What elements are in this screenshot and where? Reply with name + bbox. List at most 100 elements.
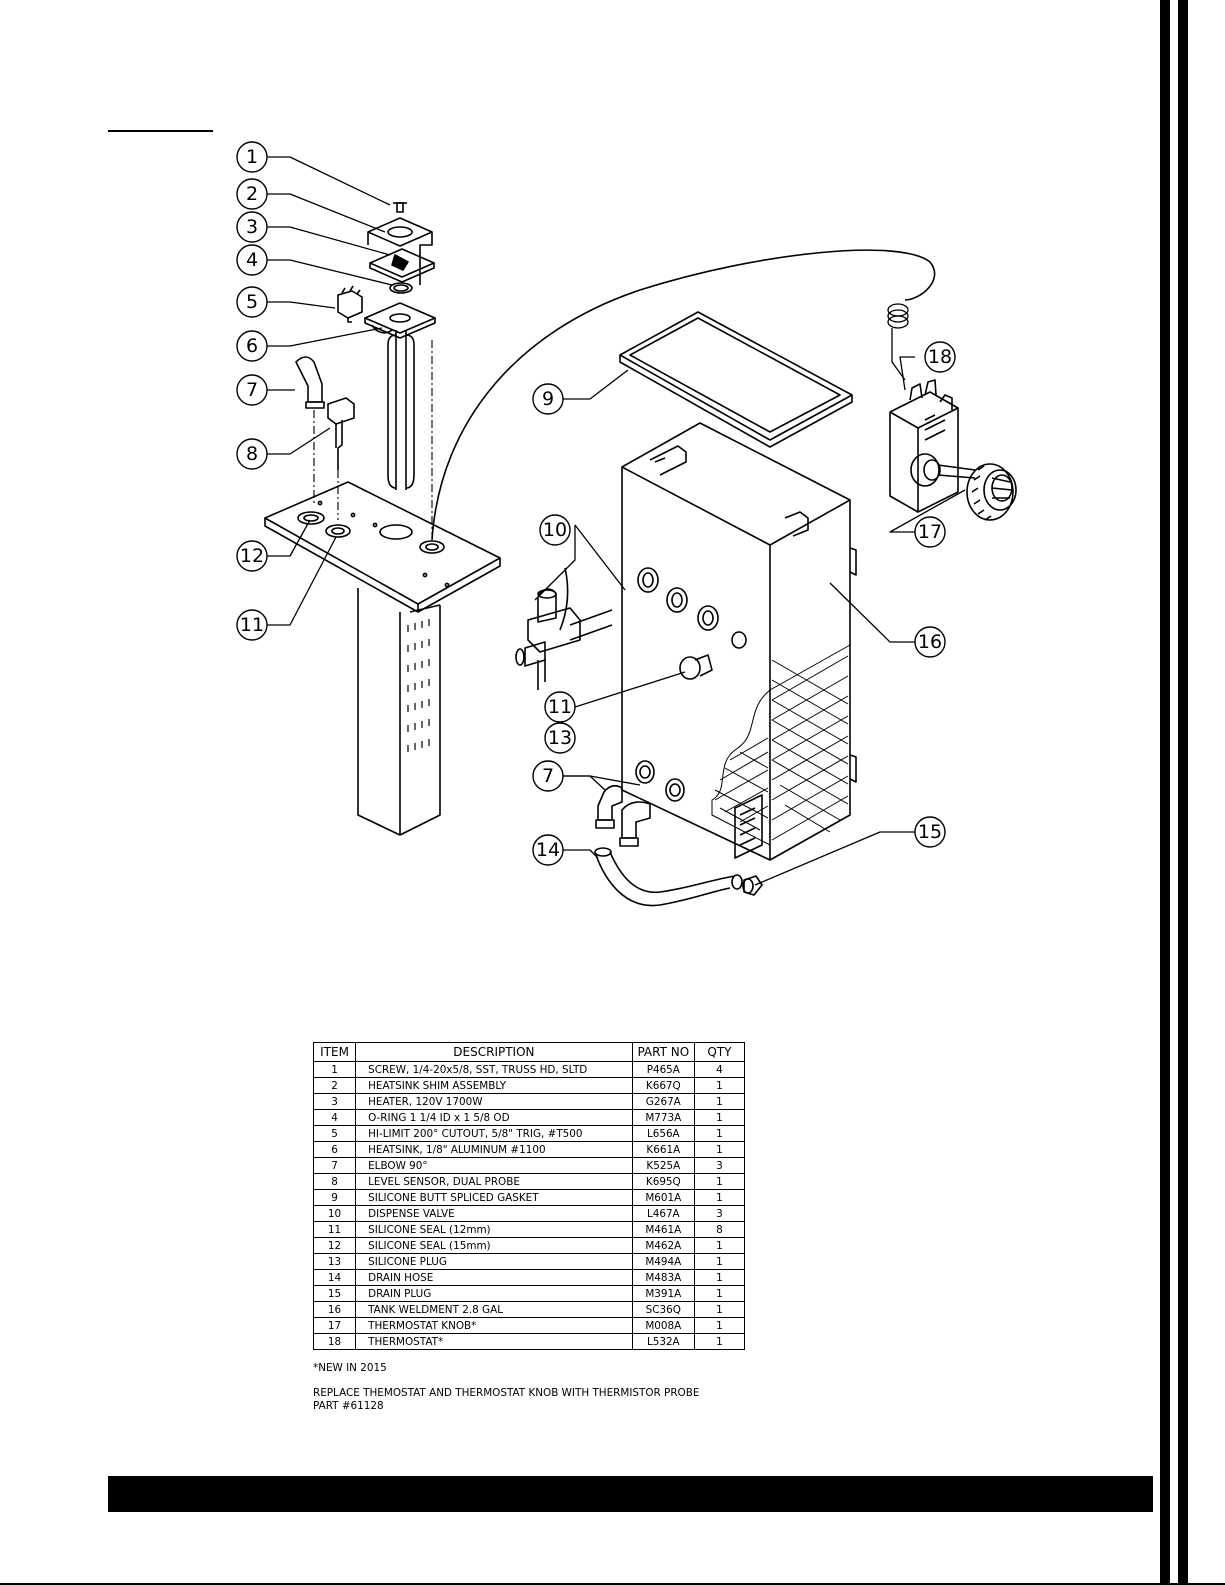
cell-qty: 1 xyxy=(693,1173,746,1190)
heater-cover-part xyxy=(369,248,435,283)
cell-part-no: L532A xyxy=(631,1333,695,1350)
cell-item: 10 xyxy=(312,1205,357,1222)
cell-description: THERMOSTAT* xyxy=(355,1333,633,1350)
svg-text:5: 5 xyxy=(246,291,258,313)
cell-part-no: P465A xyxy=(631,1061,695,1078)
cell-description: HEATSINK, 1/8" ALUMINUM #1100 xyxy=(355,1141,633,1158)
cell-item: 13 xyxy=(312,1253,357,1270)
note-replace-line-2: PART #61128 xyxy=(313,1400,384,1412)
cell-description: LEVEL SENSOR, DUAL PROBE xyxy=(355,1173,633,1190)
cell-qty: 3 xyxy=(693,1205,746,1222)
callout-3: 3 xyxy=(236,211,268,243)
cell-qty: 3 xyxy=(693,1157,746,1174)
capillary-coil xyxy=(887,303,909,381)
cell-item: 18 xyxy=(312,1333,357,1350)
cell-description: THERMOSTAT KNOB* xyxy=(355,1317,633,1334)
note-new-in-2015: *NEW IN 2015 xyxy=(313,1362,387,1374)
cell-item: 4 xyxy=(312,1109,357,1126)
callout-7-tank: 7 xyxy=(532,760,564,792)
callout-15: 15 xyxy=(914,816,946,848)
svg-text:8: 8 xyxy=(246,443,258,465)
cell-qty: 1 xyxy=(693,1189,746,1206)
cell-item: 1 xyxy=(312,1061,357,1078)
callout-5: 5 xyxy=(236,286,268,318)
callout-16: 16 xyxy=(914,626,946,658)
callout-4: 4 xyxy=(236,244,268,276)
cell-part-no: M391A xyxy=(631,1285,695,1302)
note-replace-line-1: REPLACE THEMOSTAT AND THERMOSTAT KNOB WI… xyxy=(313,1387,700,1399)
exploded-parts-diagram: 1 2 3 4 5 6 7 8 9 10 11 11 12 13 7 14 15… xyxy=(236,141,1017,907)
cell-qty: 1 xyxy=(693,1093,746,1110)
tower-slots xyxy=(407,619,430,752)
cell-item: 14 xyxy=(312,1269,357,1286)
header-qty: QTY xyxy=(693,1042,746,1062)
cell-part-no: SC36Q xyxy=(631,1301,695,1318)
cell-part-no: K525A xyxy=(631,1157,695,1174)
callouts: 1 2 3 4 5 6 7 8 9 10 11 11 12 13 7 14 15… xyxy=(236,141,956,866)
cell-item: 7 xyxy=(312,1157,357,1174)
cell-description: SCREW, 1/4-20x5/8, SST, TRUSS HD, SLTD xyxy=(355,1061,633,1078)
cell-qty: 1 xyxy=(693,1333,746,1350)
svg-text:4: 4 xyxy=(246,249,258,271)
footer-bar xyxy=(108,1476,1153,1512)
svg-text:17: 17 xyxy=(918,521,942,543)
callout-6: 6 xyxy=(236,330,268,362)
cell-description: ELBOW 90° xyxy=(355,1157,633,1174)
cell-part-no: G267A xyxy=(631,1093,695,1110)
callout-11-platform: 11 xyxy=(236,609,268,641)
cell-qty: 1 xyxy=(693,1125,746,1142)
svg-text:11: 11 xyxy=(240,614,264,636)
cell-item: 6 xyxy=(312,1141,357,1158)
svg-text:13: 13 xyxy=(548,727,572,749)
cell-description: DRAIN PLUG xyxy=(355,1285,633,1302)
callout-9: 9 xyxy=(532,383,564,415)
tank-weldment-part xyxy=(621,422,857,861)
cell-item: 17 xyxy=(312,1317,357,1334)
elbow-part xyxy=(295,356,325,409)
cell-part-no: M461A xyxy=(631,1221,695,1238)
cell-part-no: M483A xyxy=(631,1269,695,1286)
heatsink-shim-part xyxy=(367,217,433,285)
svg-text:9: 9 xyxy=(542,388,554,410)
header-part-no: PART NO xyxy=(631,1042,695,1062)
svg-text:7: 7 xyxy=(542,765,554,787)
cell-qty: 1 xyxy=(693,1077,746,1094)
cell-description: SILICONE SEAL (12mm) xyxy=(355,1221,633,1238)
cell-qty: 4 xyxy=(693,1061,746,1078)
svg-text:15: 15 xyxy=(918,821,942,843)
header-description: DESCRIPTION xyxy=(355,1042,633,1062)
cell-part-no: L656A xyxy=(631,1125,695,1142)
level-sensor-part xyxy=(327,397,355,470)
cell-item: 15 xyxy=(312,1285,357,1302)
page-border-right-inner xyxy=(1178,0,1188,1585)
cell-qty: 1 xyxy=(693,1317,746,1334)
thermostat-part xyxy=(889,379,976,513)
cell-part-no: K667Q xyxy=(631,1077,695,1094)
thermostat-knob-part xyxy=(966,463,1017,521)
cell-qty: 8 xyxy=(693,1221,746,1238)
cell-part-no: L467A xyxy=(631,1205,695,1222)
svg-text:12: 12 xyxy=(240,545,264,567)
callout-11-tank: 11 xyxy=(544,691,576,723)
svg-text:16: 16 xyxy=(918,631,942,653)
tank-insulation-cutaway xyxy=(711,644,851,861)
callout-8: 8 xyxy=(236,438,268,470)
callout-18: 18 xyxy=(924,341,956,373)
cell-part-no: K661A xyxy=(631,1141,695,1158)
cell-part-no: M601A xyxy=(631,1189,695,1206)
cell-description: O-RING 1 1/4 ID x 1 5/8 OD xyxy=(355,1109,633,1126)
cell-part-no: M462A xyxy=(631,1237,695,1254)
tower-platform-part xyxy=(264,481,501,836)
